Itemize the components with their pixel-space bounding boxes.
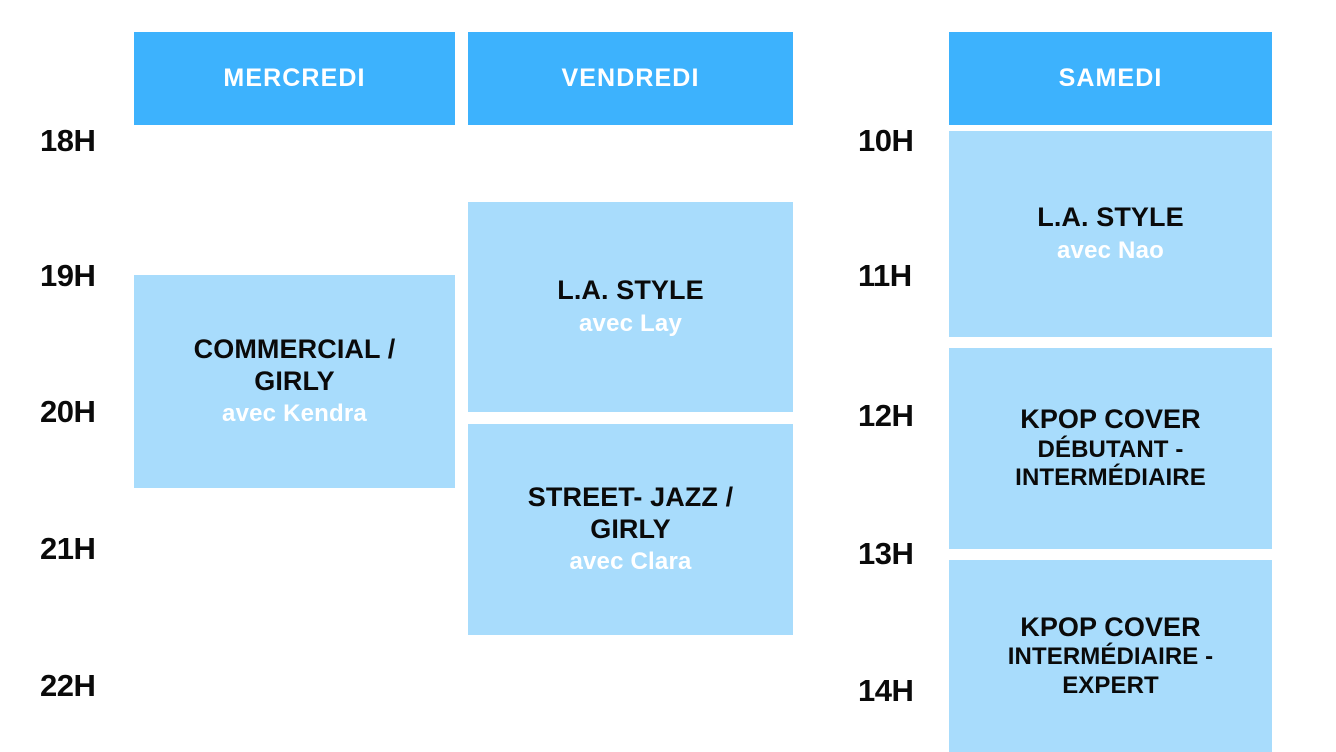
time-label-22h: 22H — [40, 668, 96, 703]
class-block-vendredi-street-jazz-girly[interactable]: STREET- JAZZ / GIRLY avec Clara — [468, 424, 793, 635]
day-header-samedi[interactable]: SAMEDI — [949, 32, 1272, 125]
time-label-18h: 18H — [40, 123, 96, 158]
class-title: KPOP COVER — [1020, 404, 1201, 435]
time-label-10h: 10H — [858, 123, 914, 158]
class-title: STREET- JAZZ / GIRLY — [527, 482, 734, 544]
class-title: KPOP COVER — [1020, 611, 1201, 642]
class-block-samedi-la-style[interactable]: L.A. STYLE avec Nao — [949, 131, 1272, 337]
class-instructor: avec Kendra — [222, 400, 367, 428]
time-label-19h: 19H — [40, 258, 96, 293]
class-level-detail: DÉBUTANT - INTERMÉDIAIRE — [1015, 435, 1206, 492]
time-label-11h: 11H — [858, 258, 912, 293]
class-instructor: avec Nao — [1057, 236, 1164, 264]
day-header-vendredi[interactable]: VENDREDI — [468, 32, 793, 125]
class-title: L.A. STYLE — [557, 275, 704, 306]
class-block-samedi-kpop-cover-debutant[interactable]: KPOP COVER DÉBUTANT - INTERMÉDIAIRE — [949, 348, 1272, 549]
time-label-21h: 21H — [40, 531, 96, 566]
time-label-20h: 20H — [40, 394, 96, 429]
day-header-mercredi-label: MERCREDI — [223, 64, 366, 92]
class-instructor: avec Lay — [578, 309, 682, 337]
day-header-vendredi-label: VENDREDI — [561, 64, 700, 92]
time-label-13h: 13H — [858, 536, 914, 571]
time-label-12h: 12H — [858, 398, 914, 433]
day-header-samedi-label: SAMEDI — [1058, 64, 1163, 92]
class-title: L.A. STYLE — [1037, 202, 1184, 233]
class-level-detail: INTERMÉDIAIRE - EXPERT — [1007, 643, 1214, 699]
class-instructor: avec Clara — [569, 548, 692, 576]
class-block-vendredi-la-style[interactable]: L.A. STYLE avec Lay — [468, 202, 793, 412]
class-block-mercredi-commercial-girly[interactable]: COMMERCIAL / GIRLY avec Kendra — [134, 275, 455, 488]
time-label-14h: 14H — [858, 673, 914, 708]
class-title: COMMERCIAL / GIRLY — [193, 334, 396, 396]
class-block-samedi-kpop-cover-expert[interactable]: KPOP COVER INTERMÉDIAIRE - EXPERT — [949, 560, 1272, 752]
day-header-mercredi[interactable]: MERCREDI — [134, 32, 455, 125]
